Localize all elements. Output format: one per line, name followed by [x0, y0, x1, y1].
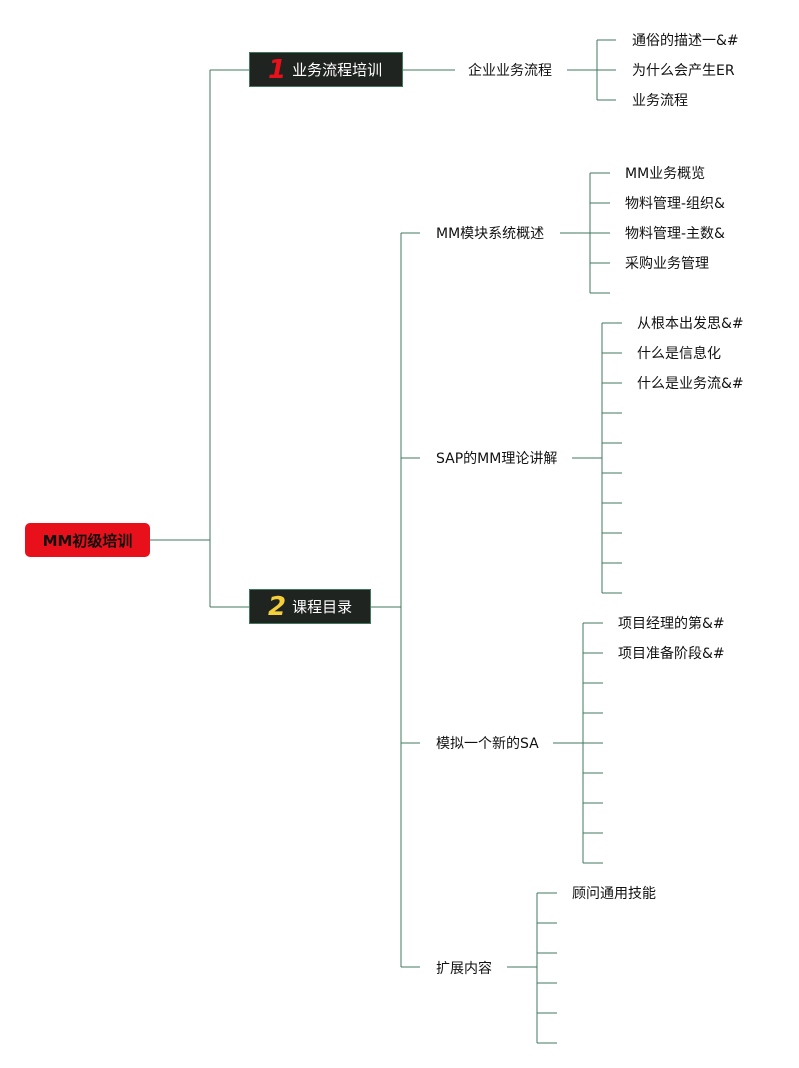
root-node[interactable]: MM初级培训	[25, 523, 150, 557]
branch-number-2: 2	[268, 591, 287, 622]
leaf-node[interactable]: 物料管理-组织&	[625, 196, 725, 212]
leaf-node[interactable]: 物料管理-主数&	[625, 226, 725, 242]
leaf-node[interactable]: 业务流程	[632, 93, 688, 109]
leaf-node[interactable]: 项目准备阶段&#	[618, 646, 725, 662]
branch-node-course-catalog[interactable]: 2 课程目录	[249, 589, 371, 624]
leaf-node[interactable]: 采购业务管理	[625, 256, 709, 272]
leaf-node[interactable]: 从根本出发思&#	[637, 316, 744, 332]
topic-node[interactable]: SAP的MM理论讲解	[436, 451, 558, 467]
leaf-node[interactable]: 什么是信息化	[637, 346, 721, 362]
branch-number-1: 1	[268, 54, 287, 85]
branch-node-business-process[interactable]: 1 业务流程培训	[249, 52, 403, 87]
topic-node[interactable]: MM模块系统概述	[436, 226, 545, 242]
leaf-node[interactable]: 什么是业务流&#	[637, 376, 744, 392]
topic-node[interactable]: 扩展内容	[436, 961, 492, 977]
branch-label-2: 课程目录	[292, 598, 353, 616]
branch-label-1: 业务流程培训	[292, 61, 383, 79]
leaf-node[interactable]: 为什么会产生ER	[632, 63, 735, 79]
leaf-node[interactable]: 通俗的描述一&#	[632, 33, 739, 49]
topic-node[interactable]: 模拟一个新的SA	[436, 736, 539, 752]
leaf-node[interactable]: 项目经理的第&#	[618, 616, 725, 632]
root-label: MM初级培训	[42, 531, 133, 550]
leaf-node[interactable]: MM业务概览	[625, 166, 706, 182]
leaf-node[interactable]: 顾问通用技能	[572, 886, 656, 902]
topic-node[interactable]: 企业业务流程	[468, 63, 552, 79]
